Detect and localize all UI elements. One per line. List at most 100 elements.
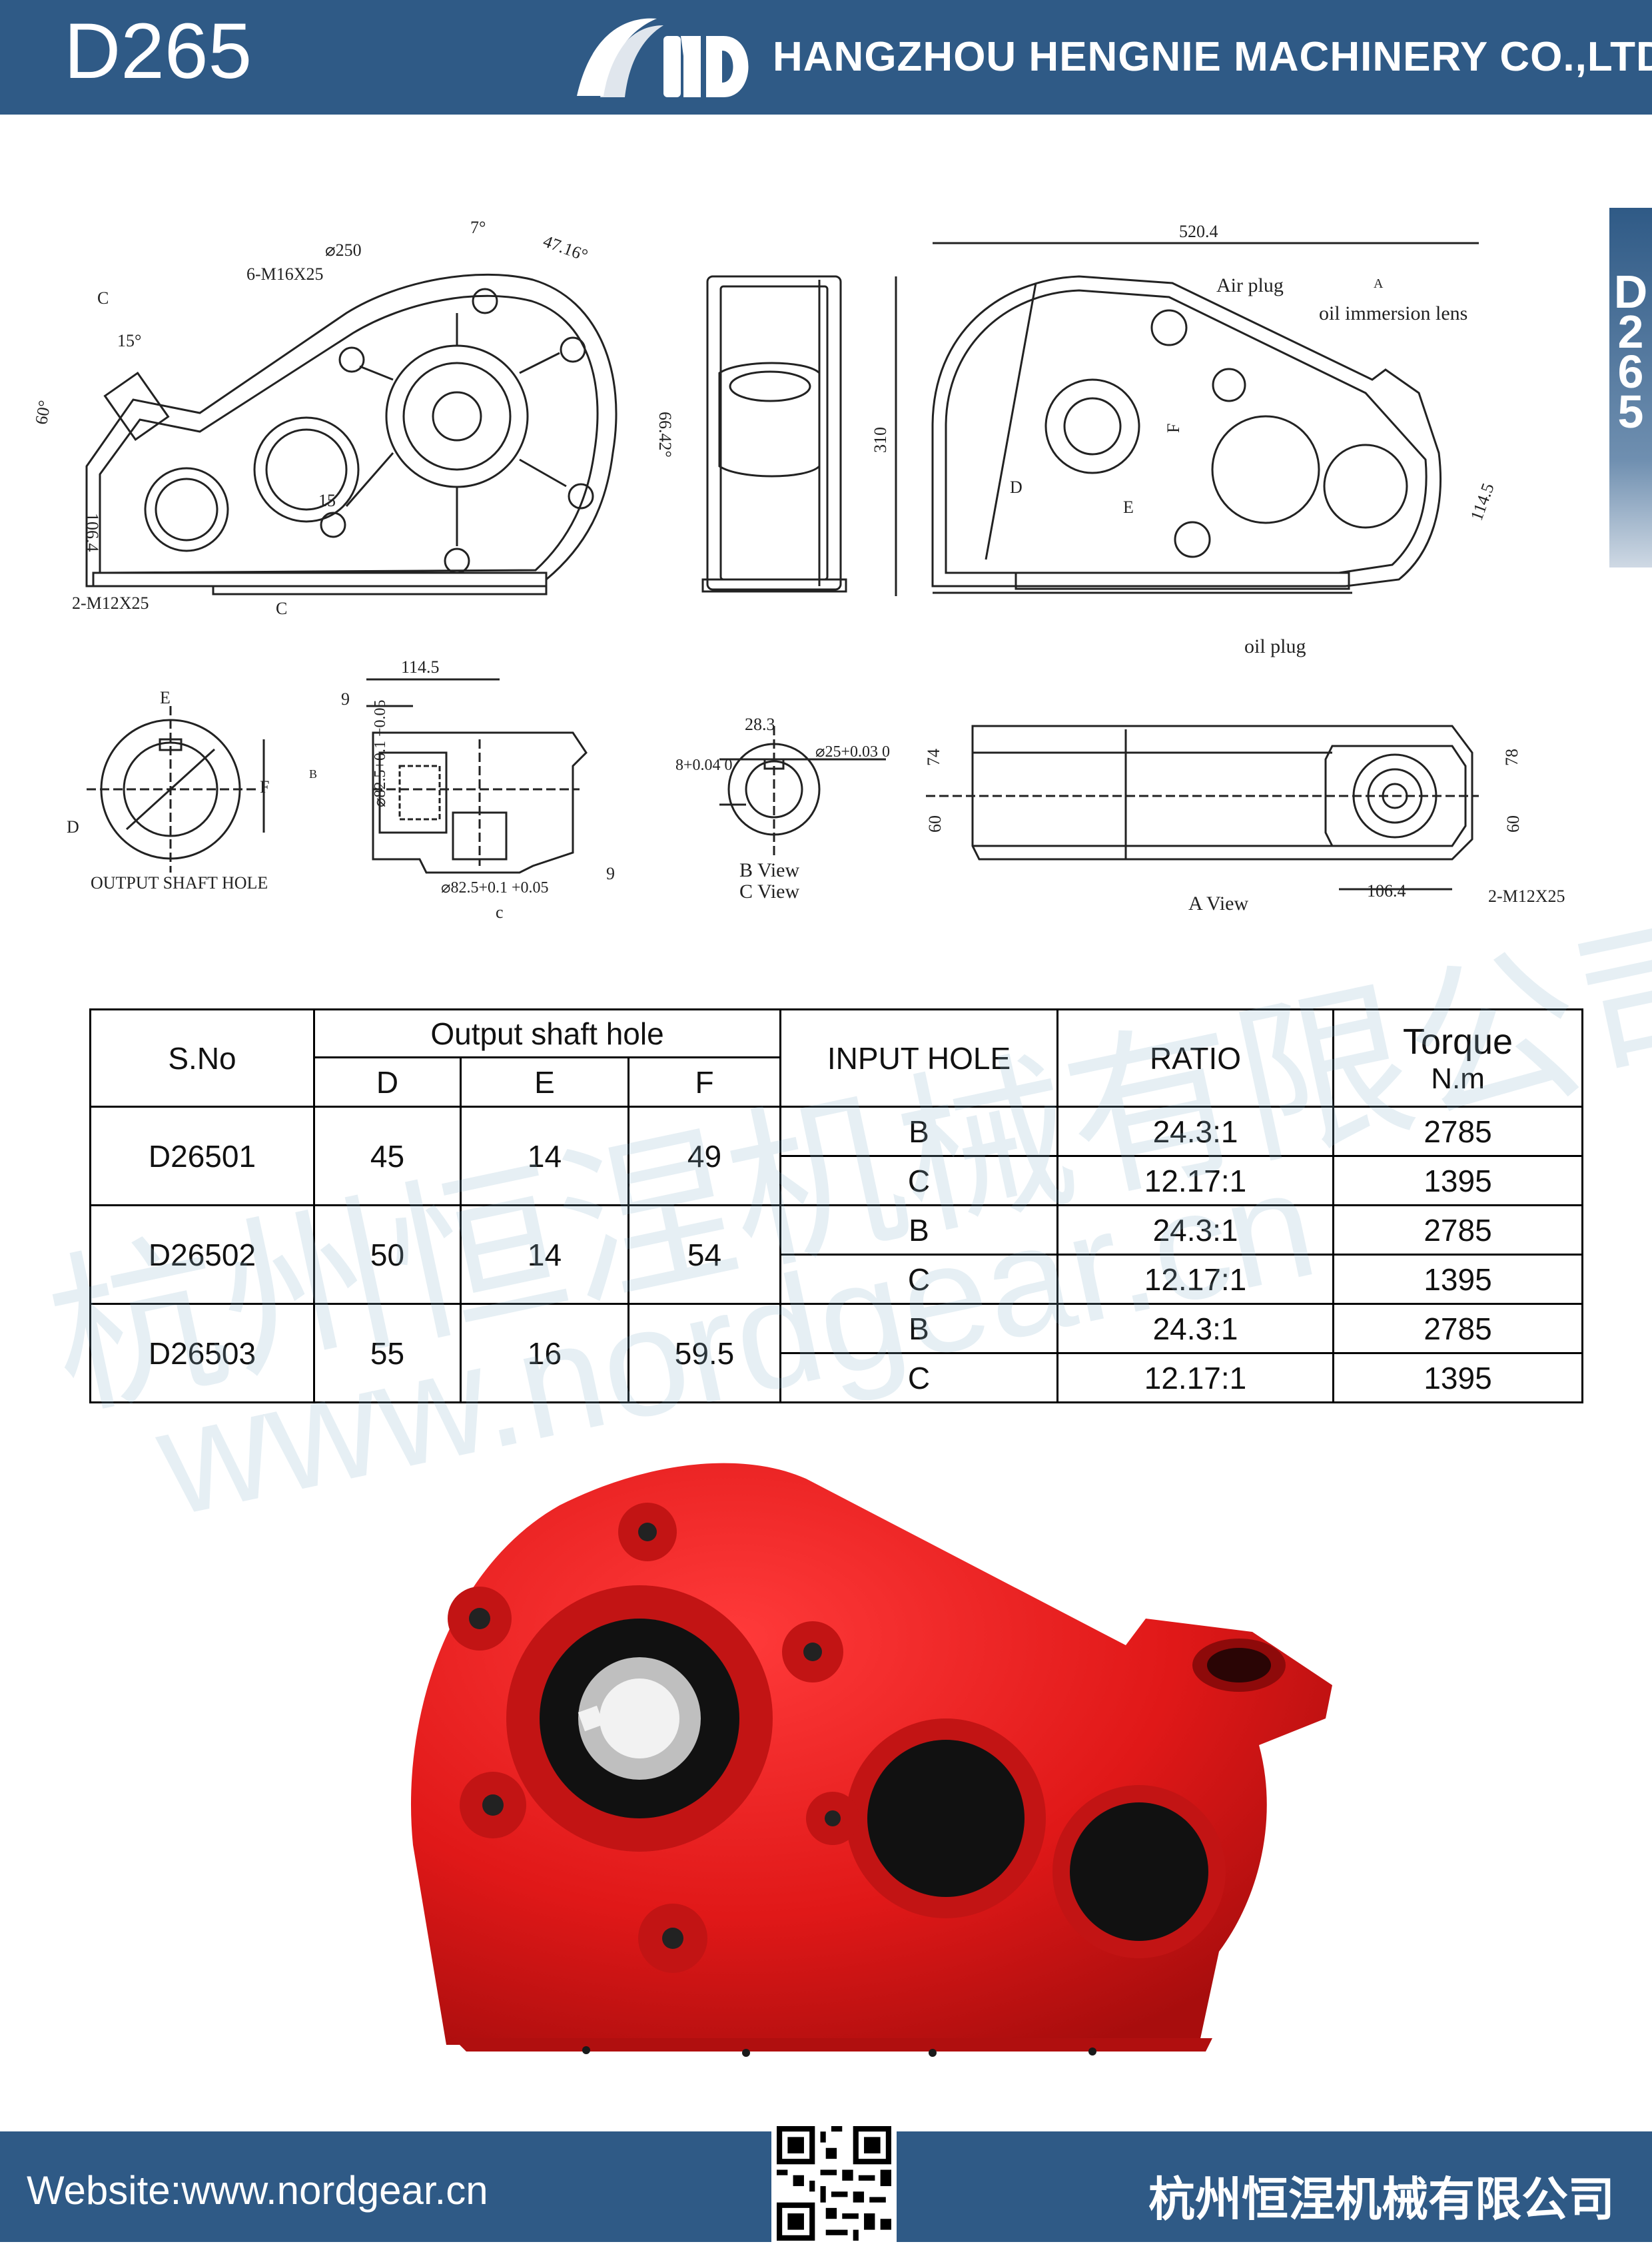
dim-text: 6-M16X25 xyxy=(246,264,324,284)
cell-input-hole: B xyxy=(779,1106,1059,1157)
table-row: D26501 45 14 49 B 24.3:1 2785 xyxy=(89,1106,1584,1206)
dim-text: C xyxy=(276,599,287,618)
cell-torque: 2785 xyxy=(1332,1303,1584,1354)
model-title: D265 xyxy=(64,7,252,95)
cell-f: 54 xyxy=(627,1204,782,1305)
dim-text: 15 xyxy=(318,491,336,510)
cell-torque: 1395 xyxy=(1332,1155,1584,1206)
dim-text: 74 xyxy=(924,749,943,766)
side-tab-char: 5 xyxy=(1617,386,1644,438)
dim-text: ⌀250 xyxy=(325,240,362,260)
cell-input-hole: B xyxy=(779,1303,1059,1354)
gearbox-product-image xyxy=(410,1463,1332,2057)
output-shaft-hole-drawing xyxy=(87,706,265,873)
dim-text: c xyxy=(496,903,504,922)
cell-e: 14 xyxy=(460,1204,629,1305)
cell-sno: D26503 xyxy=(89,1303,315,1403)
cell-d: 50 xyxy=(313,1204,462,1305)
header-f: F xyxy=(627,1056,782,1108)
header-torque-unit: N.m xyxy=(1431,1062,1485,1095)
dim-text: 114.5 xyxy=(1467,480,1498,523)
cell-e: 14 xyxy=(460,1106,629,1206)
cell-torque: 1395 xyxy=(1332,1352,1584,1403)
dim-text: F xyxy=(1164,424,1183,433)
header-d: D xyxy=(313,1056,462,1108)
cell-f: 49 xyxy=(627,1106,782,1206)
company-logo-icon xyxy=(577,18,749,97)
spec-table: S.No Output shaft hole INPUT HOLE RATIO … xyxy=(89,1008,1584,1403)
dim-text: E xyxy=(160,688,171,707)
cell-ratio: 12.17:1 xyxy=(1056,1254,1335,1305)
front-view-drawing xyxy=(85,273,618,595)
dim-text: 2-M12X25 xyxy=(72,593,149,613)
qr-code-icon xyxy=(771,2123,897,2243)
cell-input-hole: C xyxy=(779,1155,1059,1206)
side-tab-char: D xyxy=(1613,266,1648,318)
table-row: D26502 50 14 54 B 24.3:1 2785 xyxy=(89,1204,1584,1305)
dim-text: ⌀25+0.03 0 xyxy=(815,743,890,761)
c-view-label: C View xyxy=(739,881,799,903)
dim-text: 8+0.04 0 xyxy=(675,757,733,774)
header-ratio: RATIO xyxy=(1056,1008,1335,1108)
dim-text: F xyxy=(260,777,269,797)
cell-e: 16 xyxy=(460,1303,629,1403)
cell-ratio: 24.3:1 xyxy=(1056,1106,1335,1157)
air-plug-label: Air plug xyxy=(1216,274,1284,296)
cell-sno: D26501 xyxy=(89,1106,315,1206)
dim-text: 78 xyxy=(1502,749,1521,766)
dim-text: 520.4 xyxy=(1179,222,1218,241)
header-input-hole: INPUT HOLE xyxy=(779,1008,1059,1108)
table-row: C 12.17:1 1395 xyxy=(91,1155,1584,1206)
dim-text: 106.4 xyxy=(1367,881,1406,901)
table-row: C 12.17:1 1395 xyxy=(91,1352,1584,1403)
dim-text: 66.42° xyxy=(655,412,675,458)
dim-text: 106.4 xyxy=(83,513,102,552)
a-view-drawing xyxy=(926,725,1479,891)
header-sno: S.No xyxy=(89,1008,315,1108)
dim-text: 28.3 xyxy=(745,715,775,734)
dim-text: 310 xyxy=(871,427,890,453)
cell-sno: D26502 xyxy=(89,1204,315,1305)
cell-torque: 2785 xyxy=(1332,1106,1584,1157)
table-row: C 12.17:1 1395 xyxy=(91,1254,1584,1305)
side-tab-char: 2 xyxy=(1617,306,1644,358)
dim-text: 9 xyxy=(606,864,615,883)
dim-text: 60 xyxy=(1503,815,1523,833)
header-torque-label: Torque xyxy=(1402,1021,1513,1062)
dim-text: 60 xyxy=(925,815,945,833)
dim-text: 2-M12X25 xyxy=(1488,887,1565,906)
dim-text: D xyxy=(1010,478,1023,497)
dim-text: 114.5 xyxy=(401,657,440,677)
footer-website: Website:www.nordgear.cn xyxy=(27,2168,488,2213)
cell-input-hole: C xyxy=(779,1254,1059,1305)
dim-text: 47.16° xyxy=(541,231,591,265)
model-side-tab: D 2 6 5 xyxy=(1609,208,1652,567)
cell-torque: 1395 xyxy=(1332,1254,1584,1305)
output-shaft-hole-label: OUTPUT SHAFT HOLE xyxy=(91,873,268,893)
a-view-label: A View xyxy=(1188,893,1248,915)
cell-ratio: 24.3:1 xyxy=(1056,1303,1335,1354)
cell-d: 55 xyxy=(313,1303,462,1403)
cell-d: 45 xyxy=(313,1106,462,1206)
dim-text: 7° xyxy=(470,218,486,237)
company-name: HANGZHOU HENGNIE MACHINERY CO.,LTD xyxy=(773,34,1652,80)
dim-text: B xyxy=(309,767,317,781)
cell-input-hole: C xyxy=(779,1352,1059,1403)
footer-company-cn: 杭州恒涅机械有限公司 xyxy=(1148,2172,1615,2227)
dim-text: 15° xyxy=(117,331,141,350)
cell-ratio: 12.17:1 xyxy=(1056,1352,1335,1403)
cell-ratio: 24.3:1 xyxy=(1056,1204,1335,1256)
bc-view-drawing xyxy=(719,726,886,859)
table-row: D26503 55 16 59.5 B 24.3:1 2785 xyxy=(89,1303,1584,1403)
b-view-label: B View xyxy=(739,859,799,881)
header-output-shaft-hole: Output shaft hole xyxy=(312,1008,782,1058)
dim-text: 60° xyxy=(31,399,55,426)
header-torque: Torque N.m xyxy=(1332,1008,1584,1108)
header-e: E xyxy=(460,1056,629,1108)
oil-immersion-lens-label: oil immersion lens xyxy=(1319,302,1467,324)
dim-text: C xyxy=(97,288,109,308)
technical-drawings: ⌀250 6-M16X25 C 15° 60° 7° 47.16° 66.42°… xyxy=(31,218,1565,922)
side-view-drawing xyxy=(701,275,847,593)
header-bar: D265 HANGZHOU HENGNIE MACHINERY CO.,LTD xyxy=(0,0,1652,115)
section-view-drawing xyxy=(366,678,588,874)
